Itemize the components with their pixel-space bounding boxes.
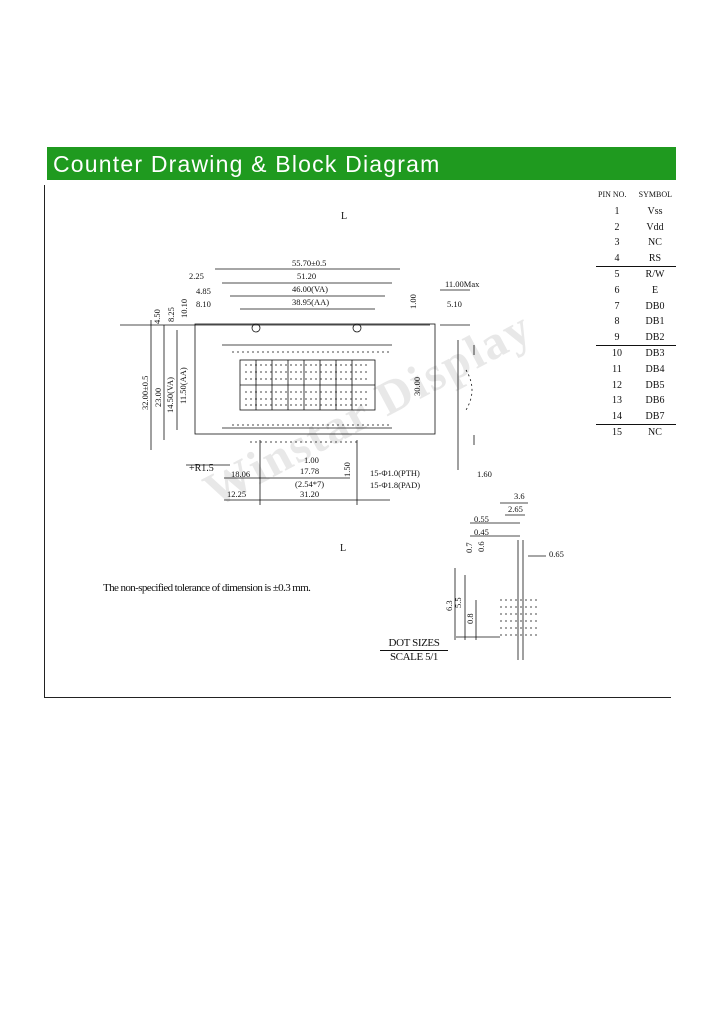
left-vertical-dims: 4.50 8.25 10.10 32.00±0.5 23.00 14.50(VA… <box>140 299 189 413</box>
pin-table-header: PIN NO. SYMBOL <box>596 190 676 204</box>
dim-1-00-bottom: 1.00 <box>304 455 319 465</box>
dim-4-85: 4.85 <box>196 286 211 296</box>
dim-overall-height: 32.00±0.5 <box>140 376 150 410</box>
dim-2-65: 2.65 <box>508 504 523 514</box>
dim-10-10: 10.10 <box>179 299 189 318</box>
symbol-header: SYMBOL <box>638 190 672 199</box>
dim-0-7: 0.7 <box>464 542 474 553</box>
dim-max-thickness: 11.00Max <box>445 279 480 289</box>
dim-0-65: 0.65 <box>549 549 564 559</box>
dim-1-00-top: 1.00 <box>408 294 418 309</box>
dim-pads: 15-Φ1.8(PAD) <box>370 480 420 490</box>
dim-4-50: 4.50 <box>152 309 162 324</box>
dim-active-area-width: 38.95(AA) <box>292 297 329 307</box>
bottom-center-mark: L <box>340 543 346 554</box>
dim-pth-holes: 15-Φ1.0(PTH) <box>370 468 420 478</box>
dim-1-60: 1.60 <box>477 469 492 479</box>
dim-overall-width: 55.70±0.5 <box>292 258 326 268</box>
dim-5-5: 5.5 <box>453 597 463 608</box>
tolerance-note: The non-specified tolerance of dimension… <box>103 582 311 594</box>
dim-5-10: 5.10 <box>447 299 462 309</box>
dim-8-10: 8.10 <box>196 299 211 309</box>
section-title: Counter Drawing & Block Diagram <box>53 151 441 177</box>
top-center-mark: L <box>341 211 347 222</box>
pin-no-header: PIN NO. <box>598 190 627 199</box>
dim-0-8: 0.8 <box>465 613 475 624</box>
scale-label: SCALE 5/1 <box>380 650 448 663</box>
dim-0-6: 0.6 <box>476 541 486 552</box>
dim-corner-radius: +R1.5 <box>189 463 214 474</box>
dim-1-50: 1.50 <box>342 462 352 477</box>
dot-sizes-label: DOT SIZES <box>388 637 440 649</box>
dim-0-55: 0.55 <box>474 514 489 524</box>
dim-hole-pitch: 51.20 <box>297 271 316 281</box>
dim-31-20: 31.20 <box>300 489 319 499</box>
dim-6-3: 6.3 <box>444 600 454 611</box>
dim-17-78: 17.78 <box>300 466 319 476</box>
dim-8-25: 8.25 <box>166 307 176 322</box>
dim-18-06: 18.06 <box>231 469 250 479</box>
dim-2-25: 2.25 <box>189 271 204 281</box>
dim-active-area-height: 11.50(AA) <box>178 367 188 404</box>
dim-view-area-width: 46.00(VA) <box>292 284 328 294</box>
section-header-bar: Counter Drawing & Block Diagram <box>47 147 676 180</box>
dim-3-6: 3.6 <box>514 491 525 501</box>
dot-sizes-caption: DOT SIZES SCALE 5/1 <box>380 637 448 663</box>
dim-0-45: 0.45 <box>474 527 489 537</box>
frame-left-border <box>44 185 45 698</box>
dim-23-00: 23.00 <box>153 388 163 407</box>
frame-bottom-border <box>44 697 671 698</box>
dim-12-25: 12.25 <box>227 489 246 499</box>
lcd-active-area <box>239 359 376 411</box>
dot-size-detail: 3.6 2.65 0.55 0.45 0.65 0.7 0.6 6.3 5.5 … <box>444 491 564 660</box>
dim-pin-pitch: (2.54*7) <box>295 479 324 489</box>
dim-view-area-height: 14.50(VA) <box>165 377 175 413</box>
dim-30-00: 30.00 <box>412 377 422 396</box>
